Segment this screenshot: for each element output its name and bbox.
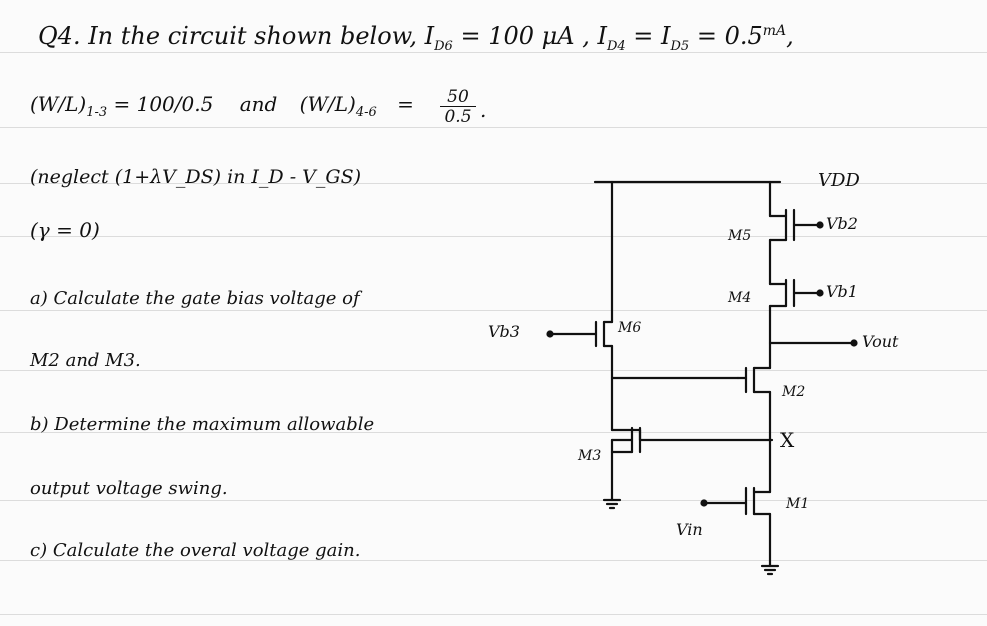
part-c: c) Calculate the overal voltage gain. (30, 540, 361, 561)
vin-label: Vin (676, 520, 703, 539)
m3-label: M3 (578, 448, 602, 464)
part-a-line2: M2 and M3. (30, 350, 141, 371)
part-b-line2: output voltage swing. (30, 478, 228, 499)
ruled-line (0, 183, 987, 184)
m4-label: M4 (728, 290, 752, 306)
ruled-line (0, 432, 987, 433)
ruled-line (0, 614, 987, 615)
ruled-line (0, 560, 987, 561)
m6-label: M6 (618, 320, 642, 336)
ruled-line (0, 127, 987, 128)
period: . (480, 98, 487, 122)
vb1-label: Vb1 (826, 282, 858, 301)
fraction-50-over-0.5: 50 0.5 (440, 88, 476, 127)
vout-label: Vout (862, 332, 899, 351)
ruled-line (0, 500, 987, 501)
m2-label: M2 (782, 384, 806, 400)
wl-ratio-line: (W/L)1-3 = 100/0.5 and (W/L)4-6 = (30, 92, 414, 120)
vdd-label: VDD (818, 170, 860, 191)
part-a-line1: a) Calculate the gate bias voltage of (30, 288, 360, 309)
node-x-label: X (780, 428, 795, 452)
ruled-line (0, 370, 987, 371)
vb3-label: Vb3 (488, 322, 520, 341)
neglect-note: (neglect (1+λV_DS) in I_D - V_GS) (30, 166, 361, 188)
gamma-note: (γ = 0) (30, 218, 100, 242)
vb2-label: Vb2 (826, 214, 858, 233)
ruled-line (0, 52, 987, 53)
question-header: Q4. In the circuit shown below, ID6 = 10… (38, 22, 794, 54)
m1-label: M1 (786, 496, 810, 512)
ruled-line (0, 310, 987, 311)
part-b-line1: b) Determine the maximum allowable (30, 414, 375, 435)
ruled-line (0, 236, 987, 237)
m5-label: M5 (728, 228, 752, 244)
